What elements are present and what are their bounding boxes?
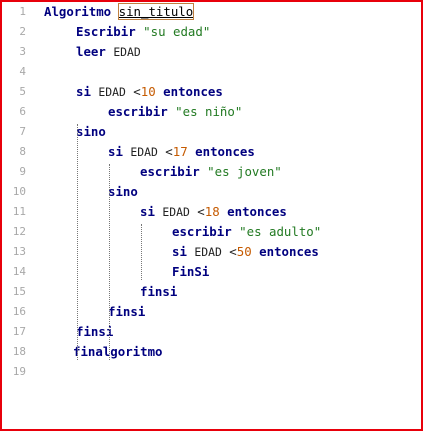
line-number: 10 (12, 185, 26, 198)
line-number: 3 (19, 45, 26, 58)
line-number: 1 (19, 5, 26, 18)
code-line[interactable]: si EDAD <10 entonces (76, 82, 223, 102)
line-number: 14 (12, 265, 26, 278)
indent-guide (109, 164, 110, 360)
code-line[interactable]: si EDAD <50 entonces (172, 242, 319, 262)
identifier-token: EDAD (162, 205, 190, 219)
code-line[interactable]: finsi (76, 322, 113, 342)
keyword-token: Algoritmo (44, 4, 112, 19)
code-line[interactable]: si EDAD <18 entonces (140, 202, 287, 222)
keyword-token: si (108, 144, 123, 159)
code-line[interactable]: finsi (108, 302, 145, 322)
operator-token: < (197, 204, 205, 219)
string-token: "es niño" (175, 104, 243, 119)
operator-token: < (229, 244, 237, 259)
line-number: 13 (12, 245, 26, 258)
line-number: 8 (19, 145, 26, 158)
line-number: 19 (12, 365, 26, 378)
keyword-token: si (140, 204, 155, 219)
identifier-token: EDAD (98, 85, 126, 99)
keyword-token: sino (108, 184, 138, 199)
code-line[interactable]: finsi (140, 282, 177, 302)
line-number: 4 (19, 65, 26, 78)
algorithm-name-token: sin_titulo (117, 3, 195, 20)
line-number: 9 (19, 165, 26, 178)
code-line[interactable]: Algoritmo sin_titulo (44, 2, 195, 22)
code-line[interactable]: Escribir "su edad" (76, 22, 210, 42)
string-token: "es adulto" (239, 224, 322, 239)
keyword-token: si (172, 244, 187, 259)
keyword-token: escribir (172, 224, 232, 239)
keyword-token: entonces (163, 84, 223, 99)
keyword-token: entonces (259, 244, 319, 259)
number-token: 50 (236, 244, 252, 259)
line-number: 5 (19, 85, 26, 98)
code-line[interactable]: escribir "es adulto" (172, 222, 321, 242)
line-number: 16 (12, 305, 26, 318)
operator-token: < (165, 144, 173, 159)
keyword-token: escribir (108, 104, 168, 119)
line-number: 6 (19, 105, 26, 118)
keyword-token: finsi (140, 284, 178, 299)
code-line[interactable]: sino (76, 122, 106, 142)
line-number: 17 (12, 325, 26, 338)
keyword-token: escribir (140, 164, 200, 179)
keyword-token: leer (76, 44, 106, 59)
code-line[interactable]: escribir "es niño" (108, 102, 242, 122)
keyword-token: finsi (76, 324, 114, 339)
line-number: 15 (12, 285, 26, 298)
code-line[interactable]: si EDAD <17 entonces (108, 142, 255, 162)
keyword-token: finsi (108, 304, 146, 319)
keyword-token: finalgoritmo (73, 344, 163, 359)
operator-token: < (133, 84, 141, 99)
code-line[interactable]: sino (108, 182, 138, 202)
line-number: 12 (12, 225, 26, 238)
line-number: 11 (12, 205, 26, 218)
line-number: 2 (19, 25, 26, 38)
number-token: 17 (172, 144, 188, 159)
indent-guide (141, 224, 142, 280)
code-line[interactable]: escribir "es joven" (140, 162, 282, 182)
indent-guide (77, 124, 78, 360)
line-number: 18 (12, 345, 26, 358)
identifier-token: EDAD (194, 245, 222, 259)
line-number: 7 (19, 125, 26, 138)
number-token: 18 (204, 204, 220, 219)
number-token: 10 (140, 84, 156, 99)
code-line[interactable]: finalgoritmo (73, 342, 163, 362)
keyword-token: Escribir (76, 24, 136, 39)
string-token: "su edad" (143, 24, 211, 39)
keyword-token: entonces (227, 204, 287, 219)
keyword-token: sino (76, 124, 106, 139)
code-line[interactable]: leer EDAD (76, 42, 141, 62)
identifier-token: EDAD (130, 145, 158, 159)
keyword-token: entonces (195, 144, 255, 159)
code-line[interactable]: FinSi (172, 262, 209, 282)
string-token: "es joven" (207, 164, 282, 179)
identifier-token: EDAD (113, 45, 141, 59)
keyword-token: si (76, 84, 91, 99)
keyword-token: FinSi (172, 264, 210, 279)
